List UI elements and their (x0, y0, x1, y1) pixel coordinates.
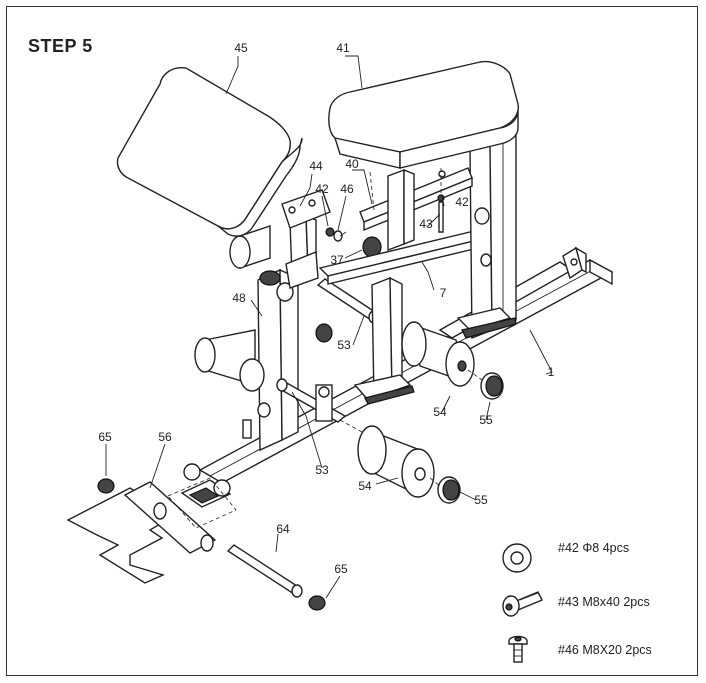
long-bolt-icon (502, 591, 543, 617)
leader-lines (105, 55, 553, 599)
end-cap-65-right (308, 595, 326, 611)
callout-53-upper: 53 (337, 338, 351, 352)
callout-45: 45 (234, 41, 248, 55)
rear-upright (456, 135, 517, 340)
center-upright (353, 276, 415, 405)
center-cross-beam-7 (318, 231, 480, 285)
seat-pad-41 (328, 60, 519, 169)
end-cap-55-upper (480, 372, 504, 400)
front-roller-left-upper (229, 225, 271, 269)
hardware-washer-42-left (325, 227, 335, 237)
back-pad-post-44 (281, 189, 331, 289)
hardware-bolt-46 (333, 230, 347, 242)
callout-labels: 45 41 44 40 42 46 42 43 37 7 48 53 53 1 … (98, 41, 554, 576)
hardware-46-label: #46 M8X20 2pcs (558, 643, 652, 657)
knob-left (315, 323, 333, 343)
callout-54-lower: 54 (358, 479, 372, 493)
back-pad-45 (116, 67, 303, 237)
alignment-line-54 (339, 419, 363, 433)
loose-roller-54 (357, 425, 435, 498)
seat-post (387, 168, 415, 252)
rod-53-upper (316, 278, 380, 324)
front-bracket (180, 463, 232, 508)
callout-56: 56 (158, 430, 172, 444)
callout-54-upper: 54 (433, 405, 447, 419)
callout-41: 41 (336, 41, 350, 55)
tube-64 (226, 544, 303, 598)
end-cap-55-lower (437, 476, 461, 504)
callout-48: 48 (232, 291, 246, 305)
step-title: STEP 5 (28, 36, 93, 56)
end-cap-65-left (97, 478, 115, 494)
callout-7: 7 (440, 286, 447, 300)
callout-46: 46 (340, 182, 354, 196)
hardware-legend: #42 Φ8 4pcs #43 M8x40 2pcs #46 M8X20 2pc… (502, 541, 652, 663)
alignment-line-40 (369, 171, 375, 211)
callout-43: 43 (419, 217, 433, 231)
short-bolt-icon (508, 635, 528, 663)
callout-37: 37 (330, 253, 344, 267)
washer-icon (502, 543, 532, 573)
callout-64: 64 (276, 522, 290, 536)
hardware-42-label: #42 Φ8 4pcs (558, 541, 629, 555)
callout-1: 1 (548, 365, 555, 379)
rear-roller-mounted (401, 321, 475, 387)
callout-55-lower: 55 (474, 493, 488, 507)
rear-base-bracket (562, 246, 587, 280)
callout-65-right: 65 (334, 562, 348, 576)
callout-42-right: 42 (455, 195, 469, 209)
callout-44: 44 (309, 159, 323, 173)
callout-53-lower: 53 (315, 463, 329, 477)
front-roller-left-lower (194, 329, 265, 392)
lower-bracket (315, 384, 333, 422)
callout-65-left: 65 (98, 430, 112, 444)
callout-55-upper: 55 (479, 413, 493, 427)
callout-40: 40 (345, 157, 359, 171)
alignment-line-55-lower (429, 477, 441, 487)
alignment-line-55-upper (467, 369, 483, 381)
hardware-43-label: #43 M8x40 2pcs (558, 595, 650, 609)
callout-42-left: 42 (315, 182, 329, 196)
front-cross-tube (123, 481, 217, 554)
